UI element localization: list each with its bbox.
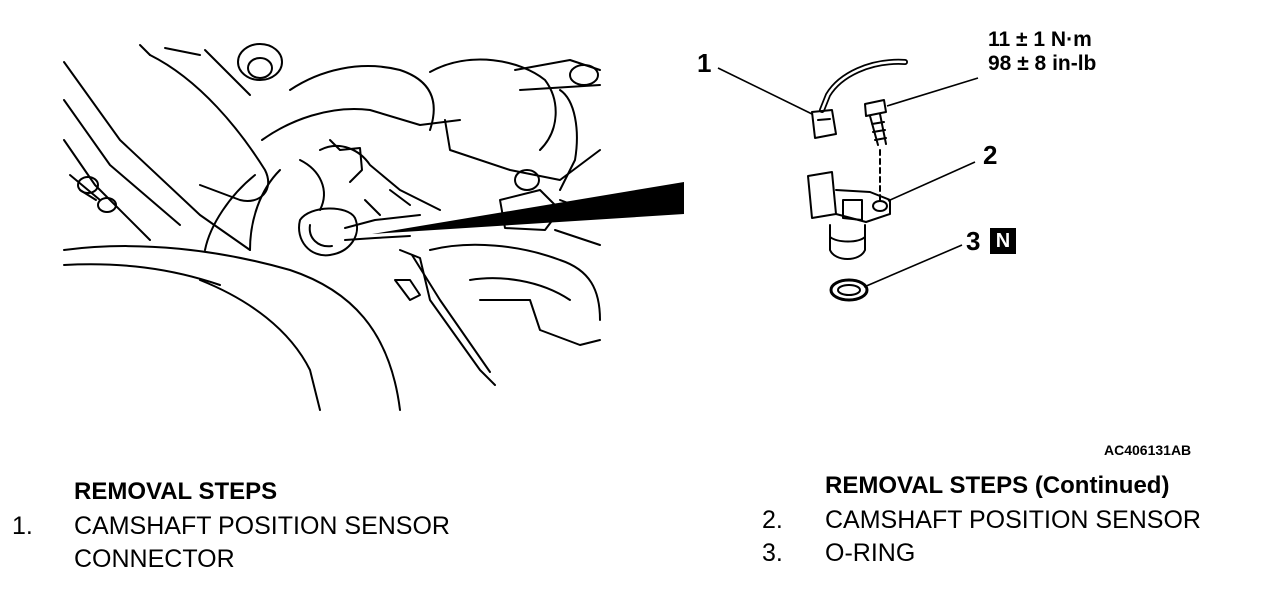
callout-3: 3 xyxy=(966,226,981,256)
callout-2: 2 xyxy=(983,140,998,170)
step-number: 2. xyxy=(762,506,783,534)
detail-pointer-wedge xyxy=(372,182,684,234)
engine-compartment-drawing xyxy=(63,43,601,411)
callout-1: 1 xyxy=(697,48,712,78)
torque-metric: 11 ± 1 N·m xyxy=(988,28,1092,51)
step-number: 3. xyxy=(762,539,783,567)
step-label: CAMSHAFT POSITION SENSOR xyxy=(74,512,450,540)
new-part-badge: N xyxy=(990,228,1016,254)
torque-spec: 11 ± 1 N·m 98 ± 8 in-lb xyxy=(988,28,1096,76)
leader-lines xyxy=(717,67,979,288)
step-number: 1. xyxy=(12,512,33,540)
figure-id: AC406131AB xyxy=(1104,442,1192,458)
step-label: CAMSHAFT POSITION SENSOR xyxy=(825,506,1201,534)
step-label: O-RING xyxy=(825,539,916,567)
left-heading: REMOVAL STEPS xyxy=(74,478,278,505)
sensor-detail-drawing xyxy=(807,58,908,302)
right-heading: REMOVAL STEPS (Continued) xyxy=(825,472,1170,499)
step-label-continued: CONNECTOR xyxy=(74,545,235,573)
torque-imperial: 98 ± 8 in-lb xyxy=(988,52,1097,75)
